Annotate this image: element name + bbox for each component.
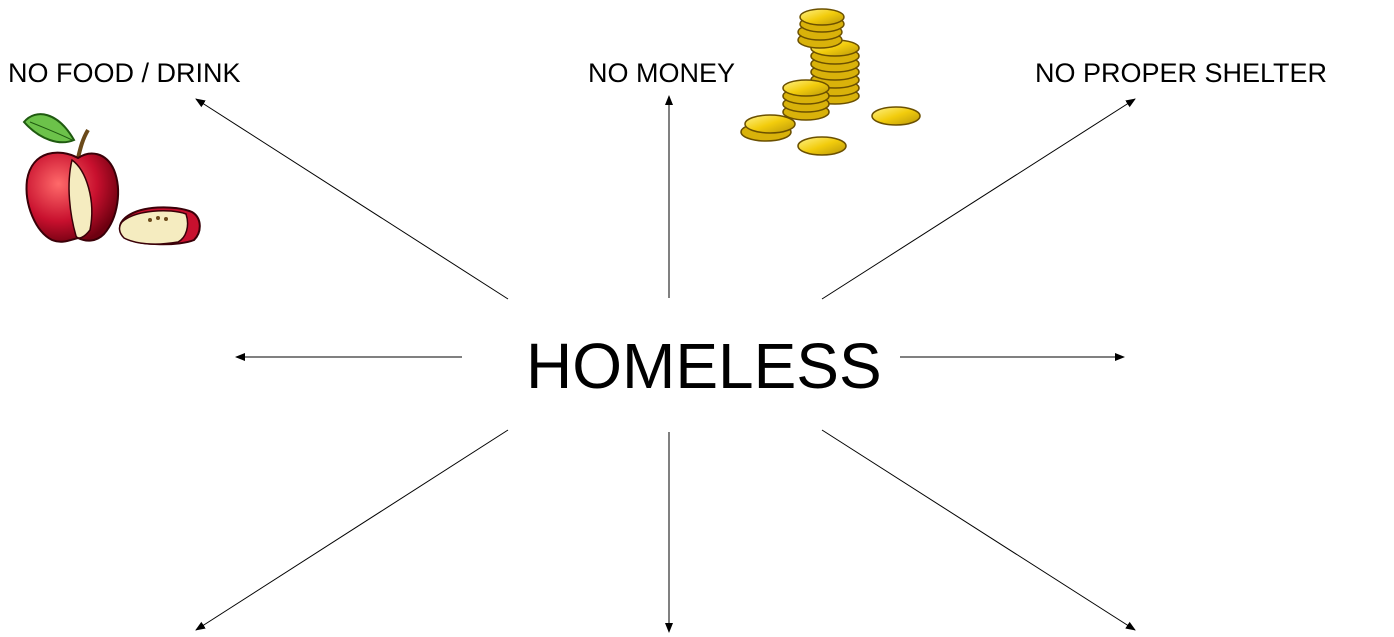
coins-icon xyxy=(741,9,920,155)
arrow-bottom-left xyxy=(196,430,508,630)
apple-icon xyxy=(24,114,200,244)
arrow-bottom-right xyxy=(822,430,1135,630)
arrow-food xyxy=(196,99,508,299)
arrow-shelter xyxy=(822,99,1135,299)
